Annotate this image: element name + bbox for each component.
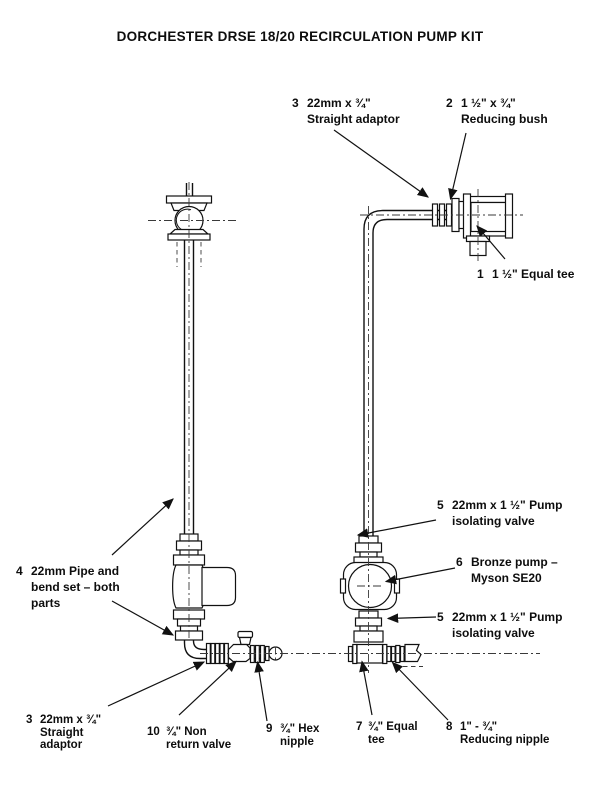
part-number: 10 — [147, 726, 160, 738]
leader-arrows — [107, 129, 506, 722]
label-pipe-bend-set-4: 4 22mm Pipe and bend set – both parts — [16, 563, 120, 611]
label-line: isolating valve — [452, 514, 535, 528]
part-number: 3 — [292, 96, 299, 110]
label-line: 22mm x 1 ½" Pump — [452, 498, 563, 512]
fittings — [165, 193, 514, 665]
arrow-straight-adaptor-top — [333, 129, 429, 198]
label-straight-adaptor-3-top: 3 22mm x ¾" Straight adaptor — [292, 95, 400, 127]
arrow-bronze-pump — [384, 567, 456, 585]
arrow-reducing-nipple — [391, 661, 449, 721]
label-reducing-nipple-8: 8 1" - ¾" Reducing nipple — [446, 721, 549, 746]
part-number: 8 — [446, 721, 453, 733]
part-number: 9 — [266, 723, 273, 735]
label-line: Myson SE20 — [471, 571, 542, 585]
part-number: 2 — [446, 96, 453, 110]
label-non-return-valve-10: 10 ¾" Non return valve — [147, 726, 231, 751]
label-hex-nipple-9: 9 ¾" Hex nipple — [266, 723, 319, 748]
part-number: 1 — [477, 267, 484, 281]
label-line: Bronze pump – — [471, 555, 558, 569]
right-pipe — [363, 209, 452, 536]
arrow-equal-tee-bottom — [359, 660, 373, 716]
label-line: 22mm Pipe and — [31, 564, 120, 578]
page-title: DORCHESTER DRSE 18/20 RECIRCULATION PUMP… — [116, 29, 484, 44]
pipe-bend — [183, 640, 207, 660]
part-number: 5 — [437, 498, 444, 512]
label-line: ¾" Equal — [368, 721, 418, 733]
label-line: 1 ½" Equal tee — [492, 267, 575, 281]
part-number: 7 — [356, 721, 363, 733]
arrow-straight-adaptor-bottom — [107, 661, 206, 707]
arrow-isolating-valve-bottom — [386, 613, 437, 623]
label-line: Straight adaptor — [307, 112, 400, 126]
hex-nipple — [249, 644, 283, 664]
label-line: parts — [31, 596, 61, 610]
label-line: nipple — [280, 735, 314, 748]
label-isolating-valve-5-top: 5 22mm x 1 ½" Pump isolating valve — [437, 497, 562, 529]
equal-tee-top — [462, 193, 514, 257]
part-number: 4 — [16, 564, 23, 578]
arrow-hex-nipple — [254, 660, 268, 722]
label-line: isolating valve — [452, 626, 535, 640]
label-line: 22mm x ¾" — [40, 714, 102, 726]
label-line: Reducing bush — [461, 112, 548, 126]
label-line: Straight — [40, 726, 84, 739]
arrow-non-return-valve — [178, 660, 237, 716]
broken-pipe-end — [404, 643, 422, 663]
non-return-valve — [227, 630, 254, 663]
label-equal-tee-7: 7 ¾" Equal tee — [356, 721, 418, 746]
arrow-pipe — [111, 498, 174, 556]
arrow-reducing-bush — [448, 132, 467, 201]
label-isolating-valve-5-bottom: 5 22mm x 1 ½" Pump isolating valve — [437, 609, 562, 641]
label-line: 1" - ¾" — [460, 721, 498, 733]
label-line: adaptor — [40, 739, 83, 751]
label-line: 22mm x 1 ½" Pump — [452, 610, 563, 624]
equal-tee-bottom — [347, 643, 392, 665]
label-line: 22mm x ¾" — [307, 96, 371, 110]
label-line: ¾" Hex — [280, 723, 320, 735]
arrow-bend — [111, 600, 175, 636]
part-number: 3 — [26, 714, 33, 726]
part-number: 5 — [437, 610, 444, 624]
label-line: Reducing nipple — [460, 733, 550, 746]
arrow-equal-tee-top — [476, 225, 506, 260]
label-reducing-bush-2: 2 1 ½" x ¾" Reducing bush — [446, 95, 548, 127]
label-line: tee — [368, 733, 385, 746]
label-line: bend set – both — [31, 580, 120, 594]
label-equal-tee-1: 1 1 ½" Equal tee — [477, 266, 574, 282]
label-straight-adaptor-3-bottom: 3 22mm x ¾" Straight adaptor — [26, 714, 101, 752]
label-line: ¾" Non — [166, 726, 207, 738]
left-pipe — [183, 240, 195, 534]
pump-side-view — [172, 564, 237, 609]
arrow-isolating-valve-top — [356, 519, 437, 538]
label-line: return valve — [166, 738, 232, 751]
part-number: 6 — [456, 555, 463, 569]
label-bronze-pump-6: 6 Bronze pump – Myson SE20 — [456, 554, 558, 586]
label-line: 1 ½" x ¾" — [461, 96, 516, 110]
